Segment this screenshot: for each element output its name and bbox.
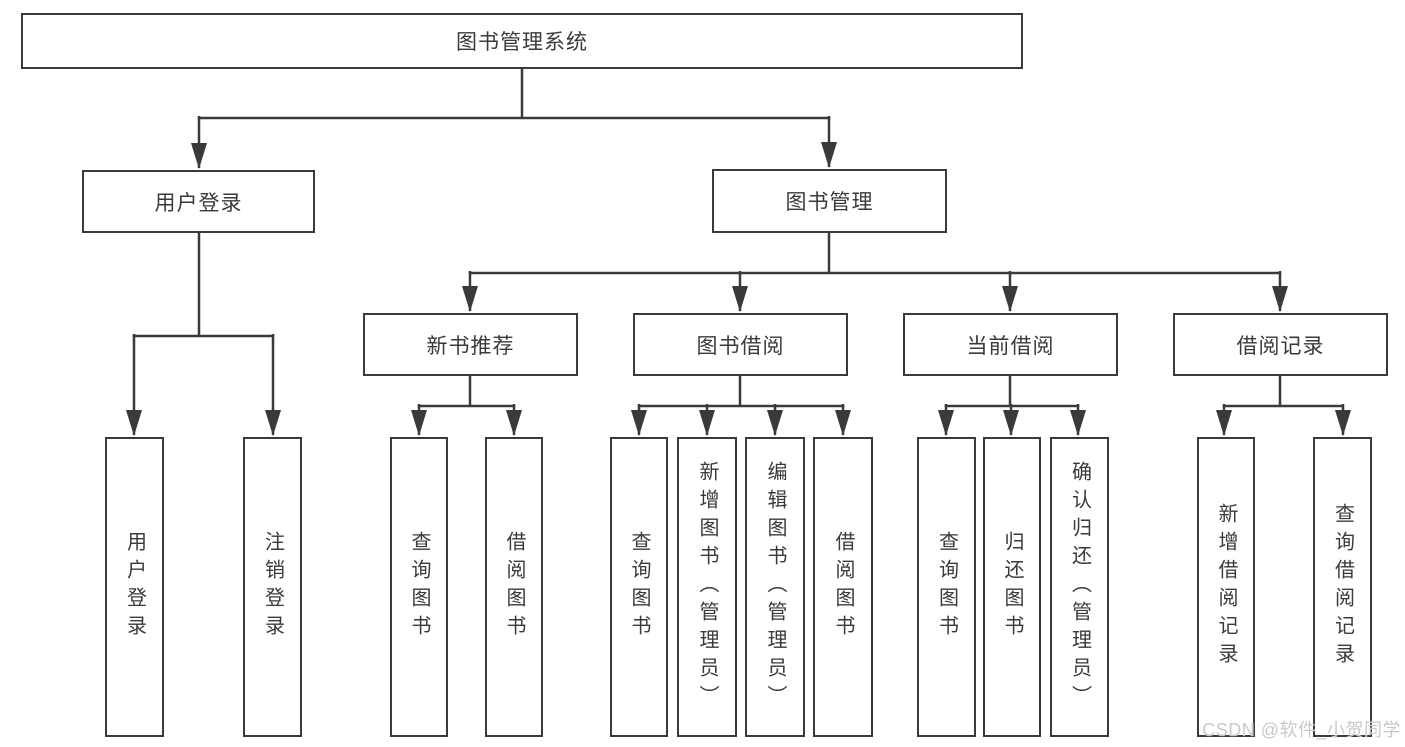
leaf-query-books-recommend: 查询图书	[390, 437, 448, 737]
node-label: 编辑图书（管理员）	[764, 461, 786, 713]
node-book-management: 图书管理	[712, 169, 947, 233]
leaf-add-borrow-record: 新增借阅记录	[1197, 437, 1255, 737]
node-label: 图书管理	[785, 191, 874, 214]
node-borrowing-records: 借阅记录	[1173, 313, 1388, 376]
node-label: 图书管理系统	[456, 31, 588, 54]
node-new-book-recommendation: 新书推荐	[363, 313, 578, 376]
node-label: 用户登录	[154, 191, 243, 215]
leaf-logout: 注销登录	[243, 437, 302, 737]
node-label: 借阅图书	[832, 531, 854, 643]
node-label: 当前借阅	[966, 334, 1055, 358]
leaf-borrow-books: 借阅图书	[813, 437, 873, 737]
node-label: 图书借阅	[696, 334, 785, 358]
node-label: 查询图书	[408, 531, 430, 643]
leaf-return-books: 归还图书	[983, 437, 1041, 737]
node-label: 新增图书（管理员）	[696, 461, 718, 713]
node-label: 查询图书	[628, 531, 650, 643]
node-current-borrowing: 当前借阅	[903, 313, 1118, 376]
leaf-confirm-return-admin: 确认归还（管理员）	[1050, 437, 1109, 737]
node-label: 借阅记录	[1236, 334, 1325, 358]
node-label: 注销登录	[261, 531, 284, 643]
leaf-borrow-books-recommend: 借阅图书	[485, 437, 543, 737]
node-label: 归还图书	[1001, 531, 1023, 643]
leaf-edit-books-admin: 编辑图书（管理员）	[745, 437, 805, 737]
node-user-login: 用户登录	[82, 170, 315, 233]
node-label: 查询借阅记录	[1331, 503, 1354, 671]
node-label: 新增借阅记录	[1215, 503, 1237, 671]
node-system-root: 图书管理系统	[21, 13, 1023, 69]
node-label: 用户登录	[123, 531, 146, 643]
leaf-query-books-current: 查询图书	[917, 437, 976, 737]
node-label: 确认归还（管理员）	[1068, 461, 1091, 713]
leaf-user-login: 用户登录	[105, 437, 164, 737]
node-label: 新书推荐	[426, 334, 515, 358]
leaf-query-borrow-record: 查询借阅记录	[1313, 437, 1372, 737]
leaf-add-books-admin: 新增图书（管理员）	[677, 437, 737, 737]
node-label: 借阅图书	[503, 531, 525, 643]
leaf-query-books-borrow: 查询图书	[610, 437, 668, 737]
node-book-borrowing: 图书借阅	[633, 313, 848, 376]
node-label: 查询图书	[935, 531, 958, 643]
